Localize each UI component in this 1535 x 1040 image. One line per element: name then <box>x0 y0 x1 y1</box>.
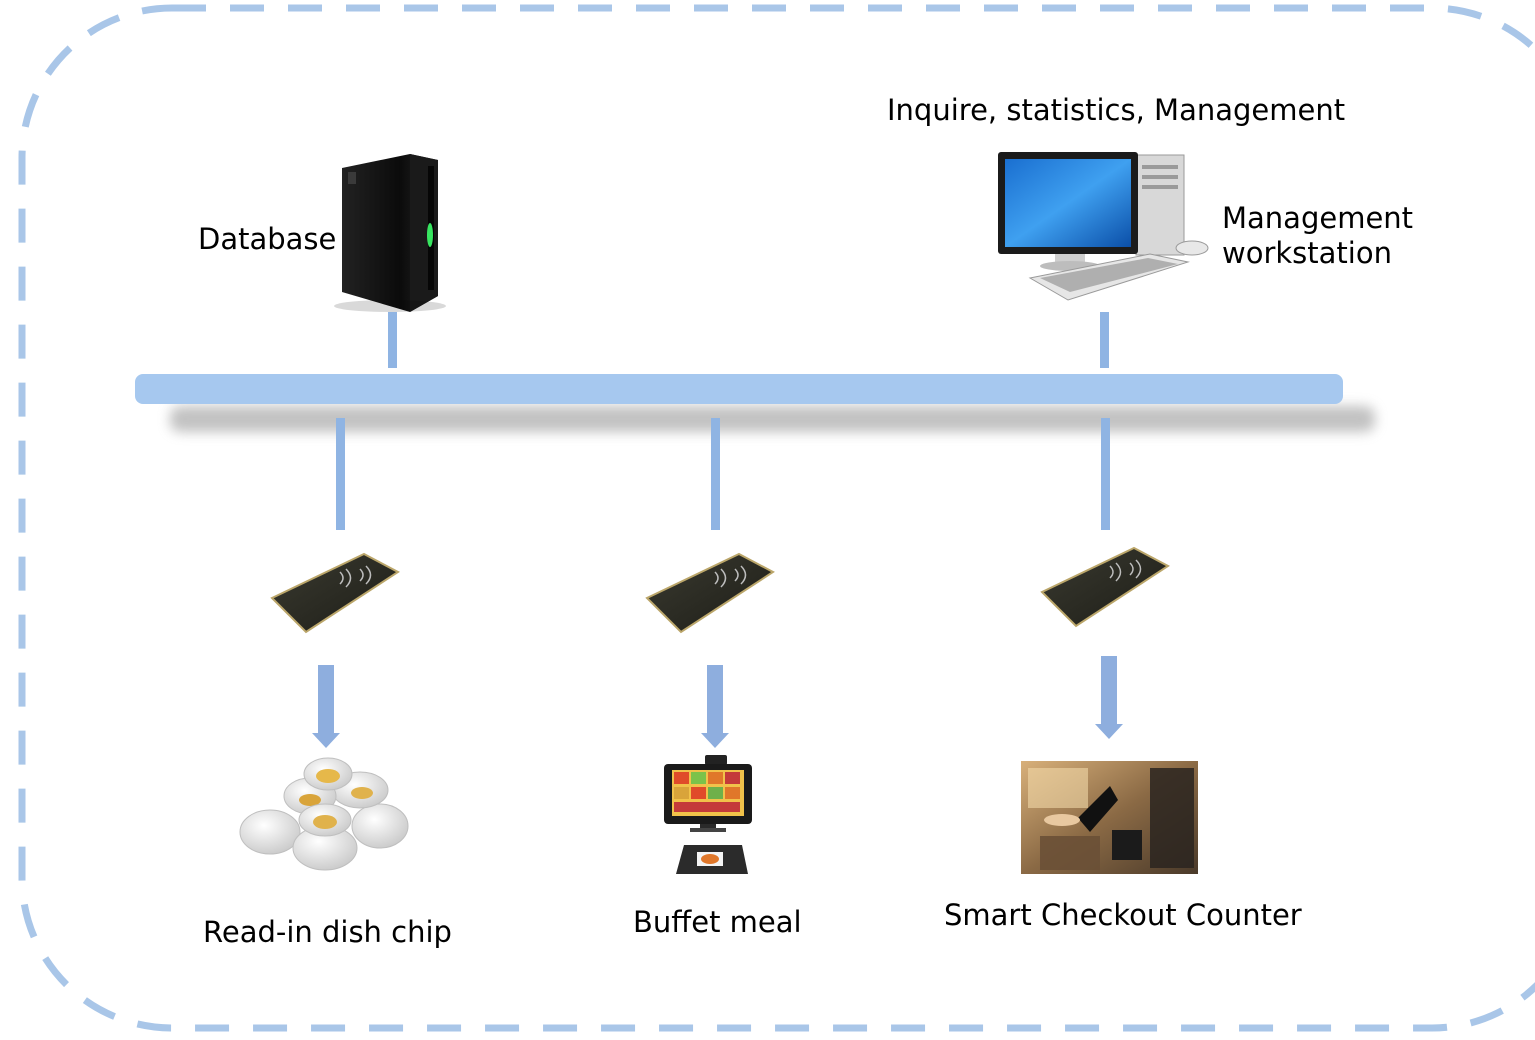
checkout-label: Smart Checkout Counter <box>944 898 1302 932</box>
checkout-counter-photo <box>1021 761 1198 874</box>
dish-chip-label: Read-in dish chip <box>203 915 452 949</box>
arrow-down <box>701 665 729 748</box>
workstation-label-line1: Management <box>1222 201 1414 235</box>
arrow-down <box>1095 656 1123 739</box>
connector-reader-3 <box>1101 418 1110 530</box>
workstation-label-line2: workstation <box>1222 236 1392 270</box>
rfid-reader-icon <box>1040 546 1170 628</box>
workstation-caption: Inquire, statistics, Management <box>887 93 1346 127</box>
pos-terminal-icon <box>664 755 752 874</box>
rfid-reader-icon <box>270 552 400 634</box>
bus-shadow <box>170 406 1375 432</box>
connector-reader-1 <box>336 418 345 530</box>
database-label: Database <box>198 222 337 256</box>
network-bus <box>135 374 1343 404</box>
buffet-label: Buffet meal <box>633 905 802 939</box>
dish-chip-tokens-icon <box>239 757 409 871</box>
connector-reader-2 <box>711 418 720 530</box>
rfid-reader-icon <box>645 552 775 634</box>
connector-database <box>388 312 397 368</box>
connector-workstation <box>1100 312 1109 368</box>
dashed-border <box>18 4 1535 1032</box>
server-tower-icon <box>334 154 446 312</box>
desktop-computer-icon <box>998 152 1209 301</box>
arrow-down <box>312 665 340 748</box>
